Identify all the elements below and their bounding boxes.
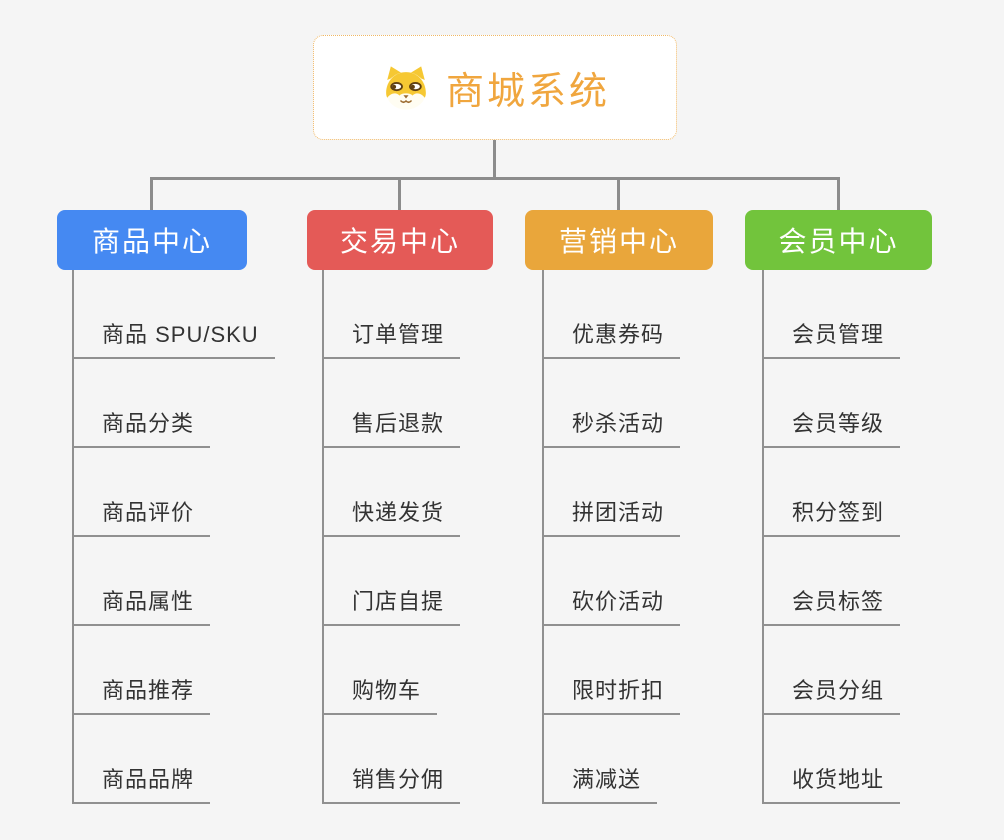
leaf-node[interactable]: 销售分佣 [322, 765, 461, 804]
branch-children-product-center: 商品 SPU/SKU 商品分类 商品评价 商品属性 商品推荐 商品品牌 [72, 270, 322, 804]
leaf-node[interactable]: 商品推荐 [72, 676, 211, 715]
leaf-node[interactable]: 商品品牌 [72, 765, 211, 804]
connector-root-trunk [493, 140, 496, 180]
connector-stub-member-center [837, 177, 840, 210]
connector-stub-product-center [150, 177, 153, 210]
leaf-node[interactable]: 拼团活动 [542, 498, 681, 537]
branch-children-member-center: 会员管理 会员等级 积分签到 会员标签 会员分组 收货地址 [762, 270, 1004, 804]
leaf-node[interactable]: 收货地址 [762, 765, 901, 804]
leaf-node[interactable]: 快递发货 [322, 498, 461, 537]
root-node[interactable]: 商城系统 [313, 35, 677, 140]
dog-icon [385, 65, 427, 110]
branch-children-trade-center: 订单管理 售后退款 快递发货 门店自提 购物车 销售分佣 [322, 270, 572, 804]
branch-children-marketing-center: 优惠券码 秒杀活动 拼团活动 砍价活动 限时折扣 满减送 [542, 270, 792, 804]
leaf-node[interactable]: 砍价活动 [542, 587, 681, 626]
branch-node-marketing-center[interactable]: 营销中心 [525, 210, 713, 270]
leaf-node[interactable]: 售后退款 [322, 409, 461, 448]
leaf-node[interactable]: 订单管理 [322, 320, 461, 359]
leaf-node[interactable]: 商品评价 [72, 498, 211, 537]
leaf-node[interactable]: 会员分组 [762, 676, 901, 715]
leaf-node[interactable]: 会员等级 [762, 409, 901, 448]
leaf-node[interactable]: 商品分类 [72, 409, 211, 448]
connector-branch-spine [72, 270, 74, 802]
connector-stub-marketing-center [617, 177, 620, 210]
branch-node-trade-center[interactable]: 交易中心 [307, 210, 493, 270]
connector-branch-spine [322, 270, 324, 802]
leaf-node[interactable]: 积分签到 [762, 498, 901, 537]
connector-branch-spine [762, 270, 764, 802]
leaf-node[interactable]: 商品属性 [72, 587, 211, 626]
branch-node-member-center[interactable]: 会员中心 [745, 210, 932, 270]
leaf-node[interactable]: 满减送 [542, 765, 658, 804]
leaf-node[interactable]: 会员管理 [762, 320, 901, 359]
leaf-node[interactable]: 购物车 [322, 676, 438, 715]
branch-node-label: 商品中心 [91, 226, 212, 257]
branch-node-label: 营销中心 [558, 226, 679, 257]
branch-node-label: 会员中心 [778, 226, 899, 257]
leaf-node[interactable]: 商品 SPU/SKU [72, 320, 275, 359]
leaf-node[interactable]: 优惠券码 [542, 320, 681, 359]
root-node-label: 商城系统 [445, 71, 610, 113]
leaf-node[interactable]: 限时折扣 [542, 676, 681, 715]
leaf-node[interactable]: 秒杀活动 [542, 409, 681, 448]
leaf-node[interactable]: 门店自提 [322, 587, 461, 626]
leaf-node[interactable]: 会员标签 [762, 587, 901, 626]
branch-node-product-center[interactable]: 商品中心 [57, 210, 247, 270]
branch-node-label: 交易中心 [339, 226, 460, 257]
connector-branch-spine [542, 270, 544, 802]
connector-horizontal-rail [150, 177, 840, 180]
connector-stub-trade-center [398, 177, 401, 210]
